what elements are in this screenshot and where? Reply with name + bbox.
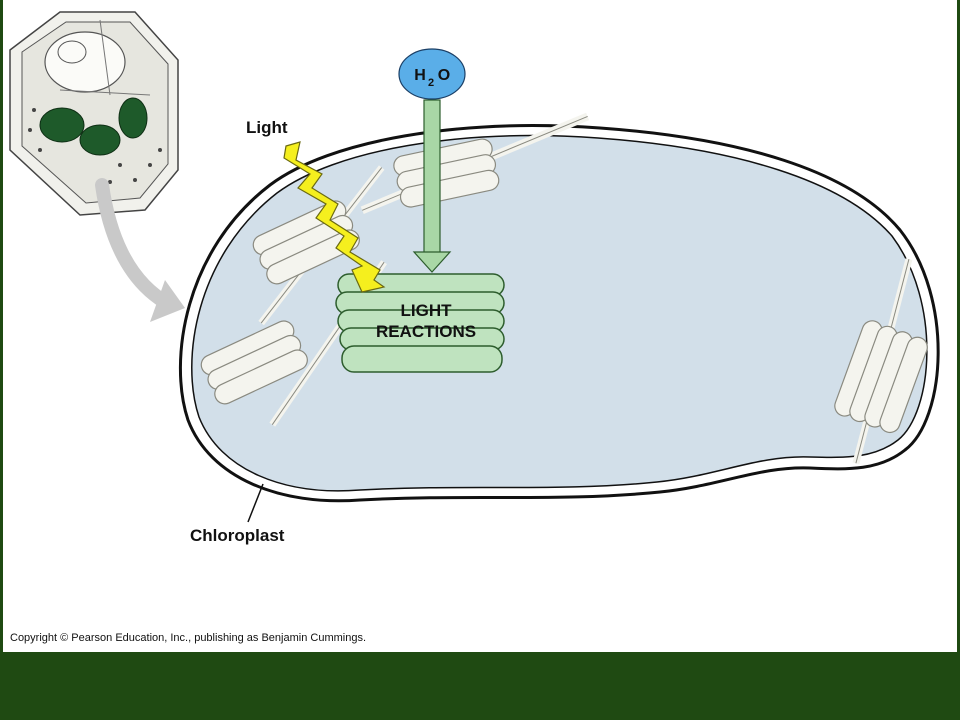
thylakoid-stack-top	[360, 112, 590, 215]
chloroplast-label: Chloroplast	[190, 526, 285, 545]
light-reactions-label-line1: LIGHT	[401, 301, 453, 320]
thylakoid-stack-left	[249, 165, 385, 326]
light-bolt	[283, 141, 386, 293]
water-molecule: H 2 O	[398, 48, 466, 100]
plant-cell-icon	[9, 11, 179, 216]
left-border	[0, 0, 3, 655]
chloroplast	[178, 124, 940, 503]
water-input-arrow	[412, 99, 452, 273]
chloroplast-leader-line	[247, 483, 264, 523]
chloroplast-diagram: LIGHT REACTIONS H 2 O Light Chloroplast	[9, 11, 940, 545]
right-border	[957, 0, 960, 655]
light-reactions-stack: LIGHT REACTIONS	[335, 273, 505, 373]
copyright-notice: Copyright © Pearson Education, Inc., pub…	[10, 632, 367, 644]
zoom-arrow	[95, 178, 185, 322]
thylakoid-stack-right	[831, 258, 931, 465]
water-label-subscript: 2	[428, 77, 434, 89]
footer-bar	[0, 652, 960, 720]
water-label-h: H	[414, 67, 426, 84]
water-label-o: O	[438, 67, 450, 84]
light-reactions-label-line2: REACTIONS	[376, 322, 476, 341]
light-label: Light	[246, 118, 288, 137]
